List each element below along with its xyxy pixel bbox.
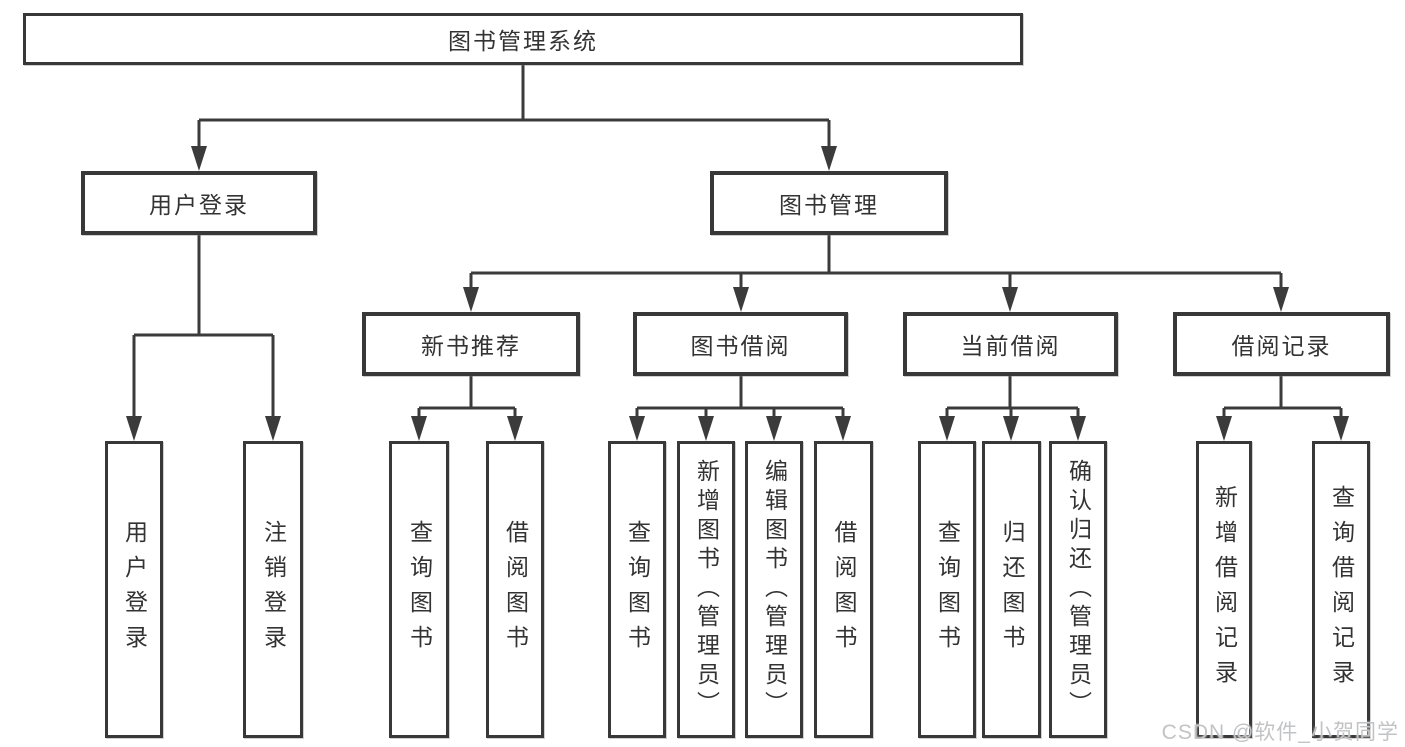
leaf-borrow-query-books: 查询图书 — [608, 441, 666, 738]
leaf-label: 借阅图书 — [502, 519, 529, 660]
arrowheads — [126, 146, 1349, 441]
leaf-borrow-add-books-admin: 新增图书（管理员） — [677, 441, 735, 738]
node-root: 图书管理系统 — [23, 13, 1023, 65]
leaf-label: 编辑图书（管理员） — [761, 459, 788, 720]
node-current-borrow-label: 当前借阅 — [960, 333, 1061, 359]
watermark: CSDN @软件_小贺同学 — [1161, 721, 1399, 744]
node-book-management: 图书管理 — [710, 171, 948, 235]
edge-borrow-split — [635, 376, 845, 420]
leaf-label: 确认归还（管理员） — [1065, 459, 1092, 720]
node-current-borrow: 当前借阅 — [903, 312, 1118, 376]
edge-bookmgmt-split — [469, 235, 1283, 291]
leaf-label: 查询图书 — [934, 519, 961, 660]
leaf-label: 用户登录 — [121, 519, 148, 660]
leaf-newbook-borrow-books: 借阅图书 — [486, 441, 544, 738]
leaf-label: 查询图书 — [406, 519, 433, 660]
leaf-label: 查询图书 — [624, 519, 651, 660]
leaf-label: 查询借阅记录 — [1328, 484, 1355, 695]
node-book-borrow-label: 图书借阅 — [690, 333, 791, 359]
leaf-current-return-books: 归还图书 — [982, 441, 1041, 738]
leaf-borrow-edit-books-admin: 编辑图书（管理员） — [745, 441, 803, 738]
leaf-label: 借阅图书 — [831, 519, 857, 660]
edge-current-split — [945, 376, 1080, 420]
node-book-management-label: 图书管理 — [779, 192, 879, 218]
node-new-book-recommend-label: 新书推荐 — [421, 333, 521, 359]
node-borrow-records: 借阅记录 — [1173, 312, 1390, 376]
leaf-records-query-record: 查询借阅记录 — [1312, 441, 1370, 738]
node-root-label: 图书管理系统 — [448, 28, 598, 54]
leaf-records-add-record: 新增借阅记录 — [1196, 441, 1252, 738]
leaf-borrow-borrow-books: 借阅图书 — [814, 441, 873, 738]
node-book-borrow: 图书借阅 — [633, 312, 848, 376]
node-borrow-records-label: 借阅记录 — [1231, 333, 1332, 359]
edge-records-split — [1222, 376, 1343, 420]
leaf-newbook-query-books: 查询图书 — [389, 441, 449, 738]
leaf-label: 归还图书 — [999, 519, 1025, 660]
leaf-current-confirm-return-admin: 确认归还（管理员） — [1049, 441, 1107, 738]
leaf-label: 新增借阅记录 — [1211, 484, 1238, 695]
node-user-login: 用户登录 — [81, 171, 317, 235]
edge-root-split — [197, 65, 831, 150]
node-new-book-recommend: 新书推荐 — [362, 312, 580, 376]
leaf-user-login: 用户登录 — [105, 441, 163, 738]
leaf-logout: 注销登录 — [243, 441, 303, 738]
leaf-label: 新增图书（管理员） — [693, 459, 720, 720]
leaf-label: 注销登录 — [260, 519, 287, 660]
node-user-login-label: 用户登录 — [149, 192, 249, 218]
leaf-current-query-books: 查询图书 — [918, 441, 976, 738]
edge-newbook-split — [417, 376, 517, 420]
edge-userlogin-split — [132, 235, 275, 420]
